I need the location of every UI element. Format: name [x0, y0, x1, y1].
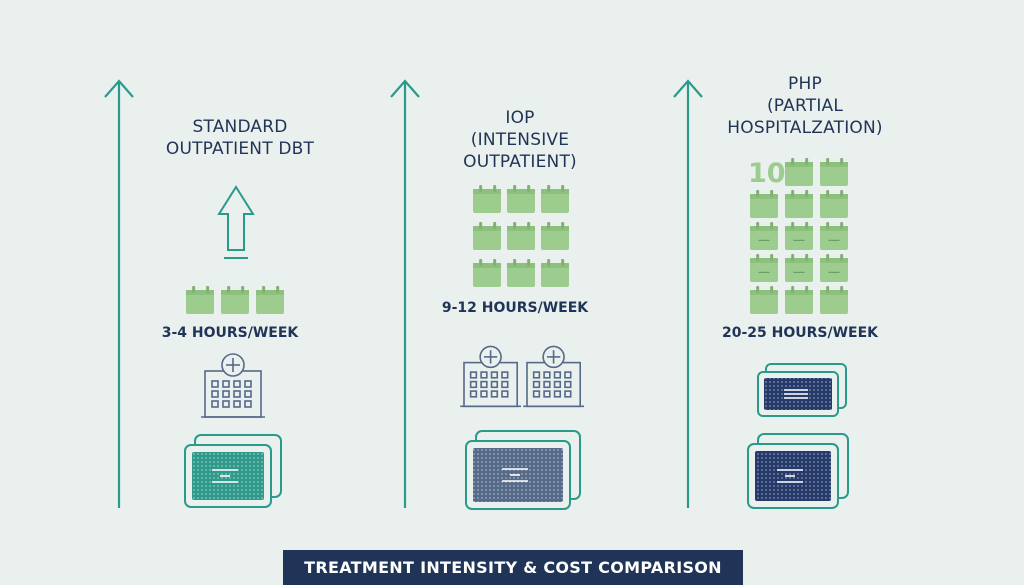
column-1-title-line-1: STANDARD — [192, 117, 288, 137]
axis-arrow-3 — [673, 79, 703, 508]
calendar-icon — [221, 286, 249, 314]
column-2-title-line-2: (INTENSIVE — [470, 130, 570, 150]
calendar-icon — [820, 158, 848, 186]
credit-card-icon — [747, 433, 849, 509]
calendar-icon — [785, 190, 813, 218]
calendar-icon — [473, 185, 501, 213]
calendar-icon — [473, 222, 501, 250]
calendar-icon — [820, 222, 848, 250]
column-3-title-line-1: PHP — [788, 74, 822, 94]
calendar-icon — [256, 286, 284, 314]
calendar-icon — [507, 222, 535, 250]
column-3-big-number: 10 — [748, 158, 786, 189]
calendar-icon — [541, 259, 569, 287]
column-2-title-line-1: IOP — [505, 108, 535, 128]
column-1-title: STANDARD OUTPATIENT DBT — [140, 116, 340, 160]
footer-title: TREATMENT INTENSITY & COST COMPARISON — [304, 558, 722, 577]
calendar-icon — [541, 222, 569, 250]
calendar-icon — [507, 259, 535, 287]
calendar-icon — [750, 286, 778, 314]
calendar-icon — [785, 286, 813, 314]
column-2-title: IOP (INTENSIVE OUTPATIENT) — [420, 107, 620, 173]
calendar-icon — [820, 190, 848, 218]
hospital-icon — [201, 353, 265, 418]
credit-card-icon — [757, 363, 847, 417]
calendar-icon — [473, 259, 501, 287]
hospital-icon — [523, 345, 584, 408]
column-1-hours: 3-4 HOURS/WEEK — [161, 325, 299, 341]
axis-arrow-1 — [104, 79, 134, 508]
calendar-icon — [820, 254, 848, 282]
up-arrow-icon — [217, 185, 255, 259]
calendar-icon — [785, 158, 813, 186]
calendar-icon — [750, 254, 778, 282]
column-2-title-line-3: OUTPATIENT) — [463, 152, 577, 172]
credit-card-icon — [465, 430, 581, 510]
column-2-hours: 9-12 HOURS/WEEK — [441, 300, 589, 316]
column-3-title: PHP (PARTIAL HOSPITALZATION) — [705, 73, 905, 139]
footer-banner: TREATMENT INTENSITY & COST COMPARISON — [283, 550, 743, 585]
calendar-icon — [186, 286, 214, 314]
column-1-title-line-2: OUTPATIENT DBT — [165, 139, 315, 159]
column-3-title-line-3: HOSPITALZATION) — [727, 118, 883, 138]
column-3-hours: 20-25 HOURS/WEEK — [721, 325, 879, 341]
calendar-icon — [541, 185, 569, 213]
calendar-icon — [750, 190, 778, 218]
calendar-icon — [750, 222, 778, 250]
axis-arrow-2 — [390, 79, 420, 508]
calendar-icon — [820, 286, 848, 314]
calendar-icon — [507, 185, 535, 213]
hospital-icon — [460, 345, 521, 408]
calendar-icon — [785, 254, 813, 282]
credit-card-icon — [184, 434, 282, 508]
column-3-title-line-2: (PARTIAL — [766, 96, 844, 116]
calendar-icon — [785, 222, 813, 250]
